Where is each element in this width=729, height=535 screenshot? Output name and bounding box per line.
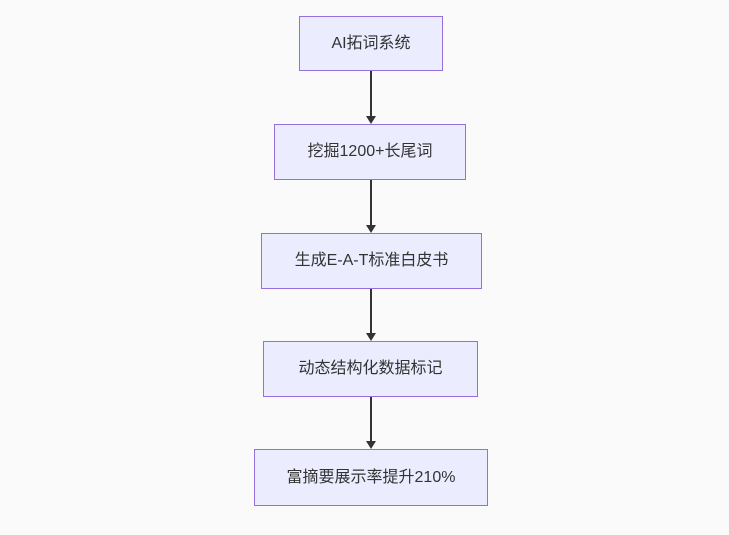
node-eat-whitepaper-generation: 生成E-A-T标准白皮书 bbox=[261, 233, 482, 289]
arrow-line bbox=[370, 289, 372, 334]
flow-arrow-2 bbox=[366, 180, 377, 233]
arrow-head-down-icon bbox=[366, 116, 376, 124]
node-longtail-keyword-mining: 挖掘1200+长尾词 bbox=[274, 124, 466, 180]
arrow-line bbox=[370, 397, 372, 442]
arrow-head-down-icon bbox=[366, 441, 376, 449]
node-label: 生成E-A-T标准白皮书 bbox=[294, 252, 449, 269]
arrow-head-down-icon bbox=[366, 333, 376, 341]
node-label: 挖掘1200+长尾词 bbox=[307, 143, 433, 160]
node-label: 动态结构化数据标记 bbox=[298, 360, 443, 377]
node-rich-snippet-rate-increase: 富摘要展示率提升210% bbox=[254, 449, 488, 506]
flow-arrow-4 bbox=[366, 397, 377, 449]
node-ai-word-expansion-system: AI拓词系统 bbox=[299, 16, 443, 71]
node-dynamic-structured-data-markup: 动态结构化数据标记 bbox=[263, 341, 478, 397]
arrow-head-down-icon bbox=[366, 225, 376, 233]
arrow-line bbox=[370, 180, 372, 226]
flow-arrow-3 bbox=[366, 289, 377, 341]
node-label: AI拓词系统 bbox=[331, 34, 411, 52]
arrow-line bbox=[370, 71, 372, 117]
node-label: 富摘要展示率提升210% bbox=[286, 468, 456, 486]
flow-arrow-1 bbox=[366, 71, 377, 124]
